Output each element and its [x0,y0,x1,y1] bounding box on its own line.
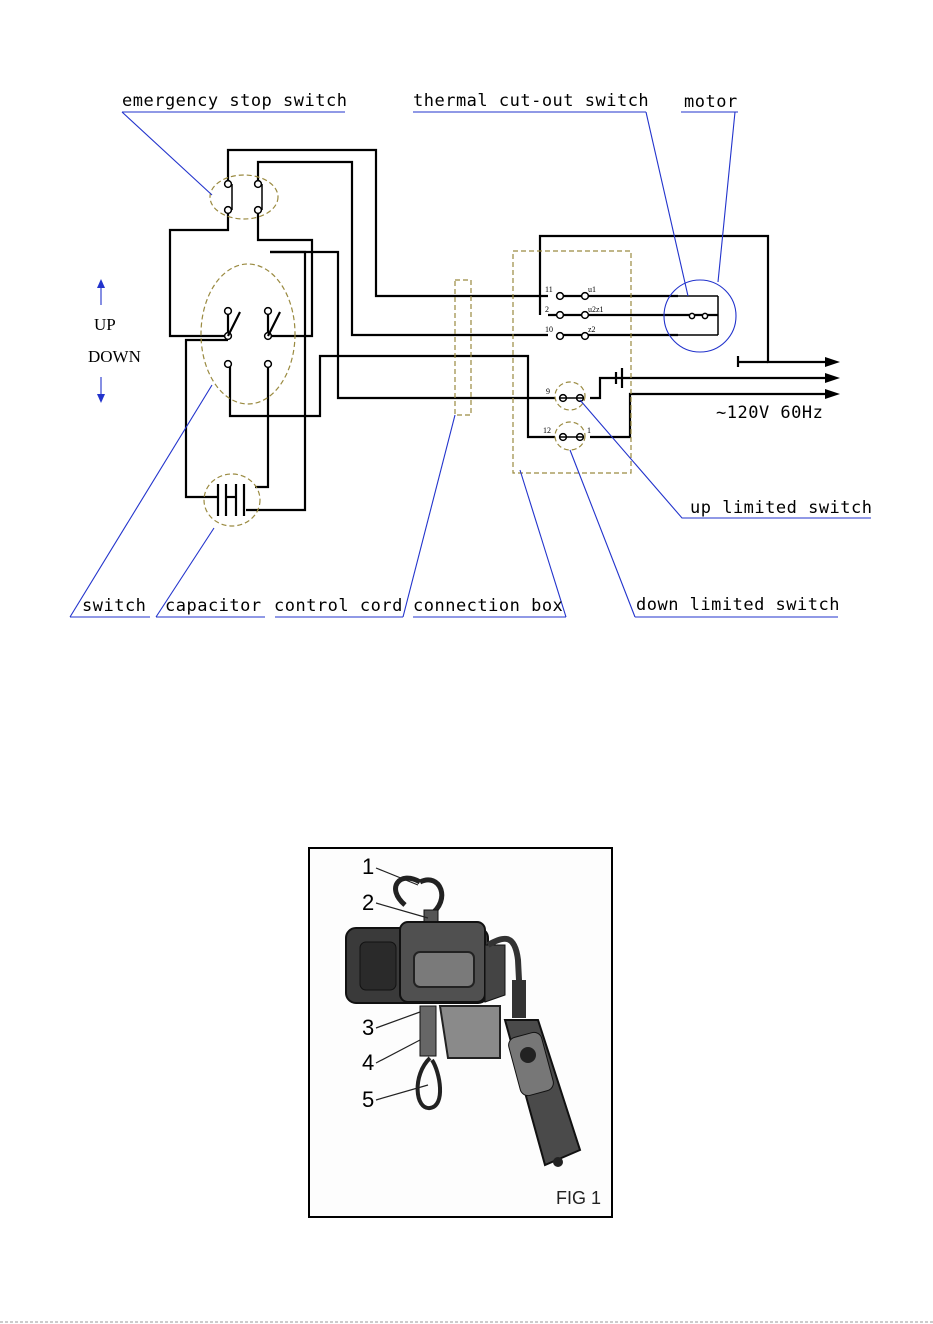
callout-1: 1 [362,854,374,879]
hoist-figure: 1 2 3 4 5 FIG 1 [309,848,612,1217]
callout-2: 2 [362,890,374,915]
terminal-11: 11 [545,285,553,294]
label-switch: switch [82,596,146,616]
label-down: DOWN [88,347,141,366]
label-up: UP [94,315,116,334]
diagram-labels: emergency stop switch thermal cut-out sw… [82,91,873,616]
label-thermal-cutout-switch: thermal cut-out switch [413,91,649,111]
label-down-limited-switch: down limited switch [636,595,840,615]
label-up-limited-switch: up limited switch [690,498,873,518]
terminal-u1: u1 [588,285,596,294]
terminal-z2: z2 [588,325,596,334]
terminal-9: 9 [546,387,550,396]
terminals [225,181,708,441]
callout-5: 5 [362,1087,374,1112]
terminal-1: 1 [587,426,591,435]
terminal-10: 10 [545,325,553,334]
wires [170,150,825,510]
terminal-u2z1: u2z1 [588,305,604,314]
direction-arrows [97,279,105,403]
label-capacitor: capacitor [165,596,262,616]
wiring-diagram: emergency stop switch thermal cut-out sw… [70,91,873,617]
callout-3: 3 [362,1015,374,1040]
label-supply: ~120V 60Hz [716,403,823,423]
label-connection-box: connection box [413,596,563,616]
component-boundaries [201,175,631,526]
supply-arrows [825,357,840,399]
capacitor-symbol [218,484,244,516]
terminal-2: 2 [545,305,549,314]
terminal-12: 12 [543,426,551,435]
label-emergency-stop-switch: emergency stop switch [122,91,347,111]
callout-4: 4 [362,1050,374,1075]
label-motor: motor [684,92,738,112]
figure-caption: FIG 1 [556,1188,601,1208]
label-control-cord: control cord [274,596,403,616]
